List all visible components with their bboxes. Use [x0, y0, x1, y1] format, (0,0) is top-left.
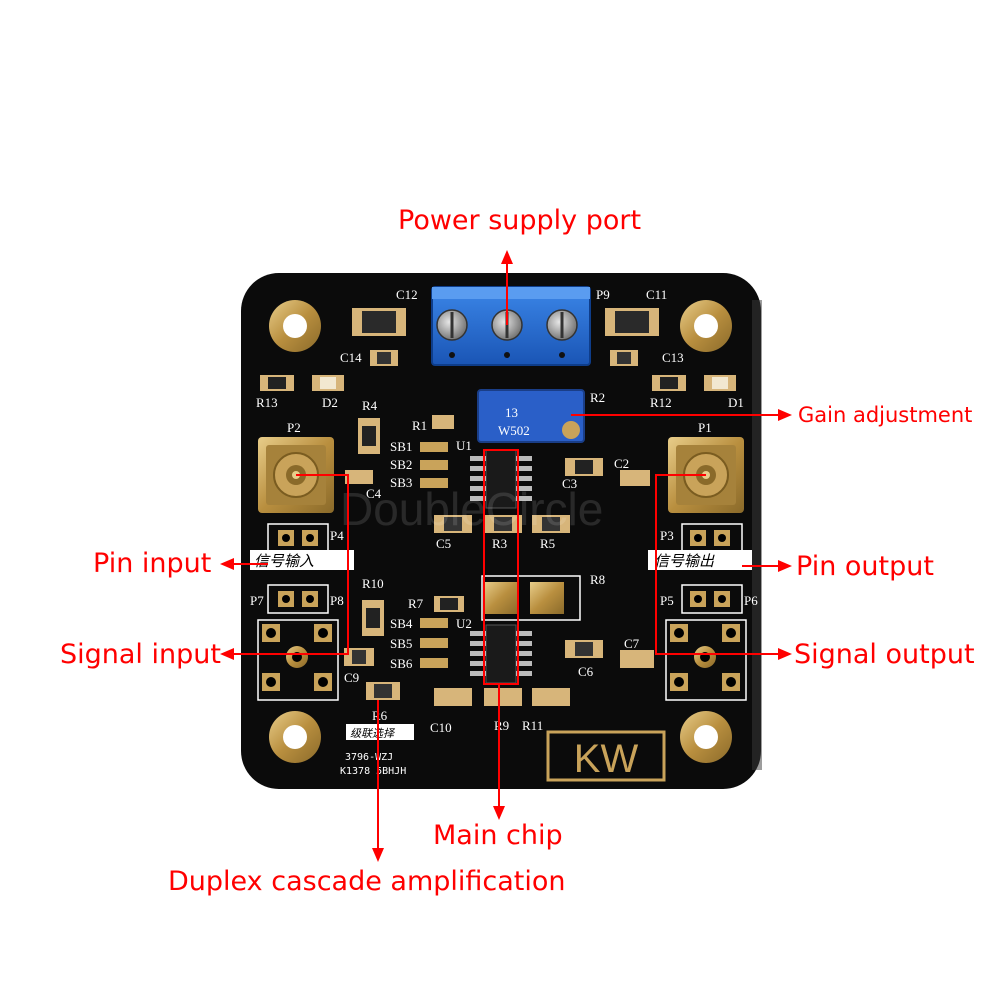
silk-label-p2: P2	[287, 420, 301, 435]
silk-label-sb4: SB4	[390, 616, 413, 631]
pot-marking: W502	[498, 423, 530, 438]
silk-label-r1: R1	[412, 418, 427, 433]
callout-power-supply: Power supply port	[398, 205, 642, 236]
silk-label-sb3: SB3	[390, 475, 412, 490]
callout-signal-output: Signal output	[794, 639, 975, 670]
signal-pads-output	[665, 619, 747, 701]
output-chinese-tag: 信号输出	[648, 550, 752, 570]
resistor-r13	[260, 375, 294, 391]
silk-label-p4: P4	[330, 528, 344, 543]
silk-label-p1: P1	[698, 420, 712, 435]
silkscreen-code-2: K1378 5BHJH	[340, 766, 406, 777]
silk-label-sb2: SB2	[390, 457, 412, 472]
output-chinese-label: 信号输出	[654, 552, 715, 570]
silk-label-c2: C2	[614, 456, 629, 471]
silk-label-r7: R7	[408, 596, 424, 611]
callout-main-chip: Main chip	[433, 820, 563, 851]
main-chip-u2	[470, 624, 532, 684]
silk-label-r12: R12	[650, 395, 672, 410]
silk-label-c13: C13	[662, 350, 684, 365]
mounting-hole-bottom-left	[269, 711, 321, 763]
silk-label-c11: C11	[646, 287, 667, 302]
capacitor-c11	[605, 308, 659, 336]
silk-label-p9: P9	[596, 287, 610, 302]
capacitor-c12	[352, 308, 406, 336]
signal-pads-input	[257, 619, 339, 701]
silk-label-d2: D2	[322, 395, 338, 410]
callout-pin-input: Pin input	[93, 548, 212, 579]
silk-label-c4: C4	[366, 486, 382, 501]
mounting-hole-top-right	[680, 300, 732, 352]
mounting-hole-bottom-right	[680, 711, 732, 763]
silk-label-c14: C14	[340, 350, 362, 365]
silk-label-sb1: SB1	[390, 439, 412, 454]
callout-pin-output: Pin output	[796, 551, 934, 582]
silk-label-p3: P3	[660, 528, 674, 543]
callout-signal-input: Signal input	[60, 639, 221, 670]
silk-label-r3: R3	[492, 536, 507, 551]
silk-label-r2: R2	[590, 390, 605, 405]
silk-label-r11: R11	[522, 718, 543, 733]
resistor-r8-pads	[481, 575, 581, 621]
jumper-pads-sb4-sb6	[420, 618, 448, 668]
silk-label-r5: R5	[540, 536, 555, 551]
resistor-r12	[652, 375, 686, 391]
silk-label-r8: R8	[590, 572, 605, 587]
gain-potentiometer: 13 W502	[477, 389, 585, 443]
silk-label-r13: R13	[256, 395, 278, 410]
input-chinese-tag: 信号输入	[250, 550, 354, 570]
silk-label-r6: R6	[372, 708, 388, 723]
silk-label-sb5: SB5	[390, 636, 412, 651]
cascade-chinese-label: 级联选择	[350, 727, 396, 740]
callout-duplex-cascade: Duplex cascade amplification	[168, 866, 566, 897]
watermark: DoubleCircle	[340, 483, 603, 535]
capacitor-c14	[370, 350, 398, 366]
silk-label-u2: U2	[456, 616, 472, 631]
power-terminal-block	[431, 286, 591, 366]
silk-label-sb6: SB6	[390, 656, 413, 671]
smd-components	[344, 415, 654, 706]
silkscreen-code-1: 3796-WZJ	[345, 752, 393, 763]
mounting-hole-top-left	[269, 300, 321, 352]
led-d2	[312, 375, 344, 391]
silk-label-p6: P6	[744, 593, 758, 608]
silk-label-c5: C5	[436, 536, 451, 551]
cascade-chinese-tag: 级联选择	[346, 724, 414, 740]
silk-label-p8: P8	[330, 593, 344, 608]
silk-label-c10: C10	[430, 720, 452, 735]
annotation-lines	[220, 250, 792, 862]
led-d1	[704, 375, 736, 391]
kw-logo: KW	[546, 730, 666, 782]
silk-label-c6: C6	[578, 664, 594, 679]
silk-label-p7: P7	[250, 593, 264, 608]
jumper-pads-sb1-sb3	[420, 442, 448, 488]
silk-label-c9: C9	[344, 670, 359, 685]
capacitor-c13	[610, 350, 638, 366]
input-chinese-label: 信号输入	[254, 552, 314, 570]
main-chip-u1	[470, 449, 532, 509]
silk-label-r4: R4	[362, 398, 378, 413]
pin-header-output	[681, 523, 743, 614]
silk-label-c7: C7	[624, 636, 640, 651]
silk-label-u1: U1	[456, 438, 472, 453]
silk-label-d1: D1	[728, 395, 744, 410]
silk-label-r10: R10	[362, 576, 384, 591]
silk-label-c3: C3	[562, 476, 577, 491]
kw-logo-text: KW	[574, 737, 639, 781]
silk-label-r9: R9	[494, 718, 509, 733]
pot-marking-top: 13	[505, 405, 518, 420]
silk-label-p5: P5	[660, 593, 674, 608]
silk-label-c12: C12	[396, 287, 418, 302]
callout-gain-adjustment: Gain adjustment	[798, 403, 973, 427]
